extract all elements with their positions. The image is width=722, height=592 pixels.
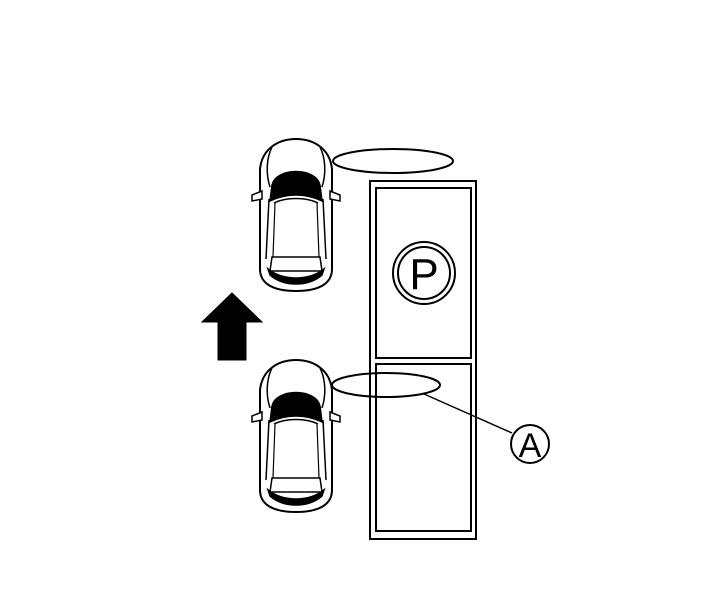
sensor-zone-ellipse bbox=[331, 372, 441, 398]
sensor-zone-ellipse bbox=[332, 148, 454, 174]
arrow-up-icon bbox=[200, 292, 264, 361]
callout-leader-line bbox=[423, 393, 513, 434]
parking-sign-letter: P bbox=[409, 250, 438, 299]
parking-slot-occupied bbox=[375, 187, 472, 359]
car-top-view-icon bbox=[251, 138, 341, 292]
parking-space-border bbox=[369, 180, 477, 540]
callout-marker: A bbox=[510, 424, 550, 465]
parking-sign: P bbox=[392, 241, 456, 305]
callout-label: A bbox=[519, 427, 542, 465]
car-top-view-icon bbox=[251, 359, 341, 513]
parking-slot-empty bbox=[375, 363, 472, 532]
